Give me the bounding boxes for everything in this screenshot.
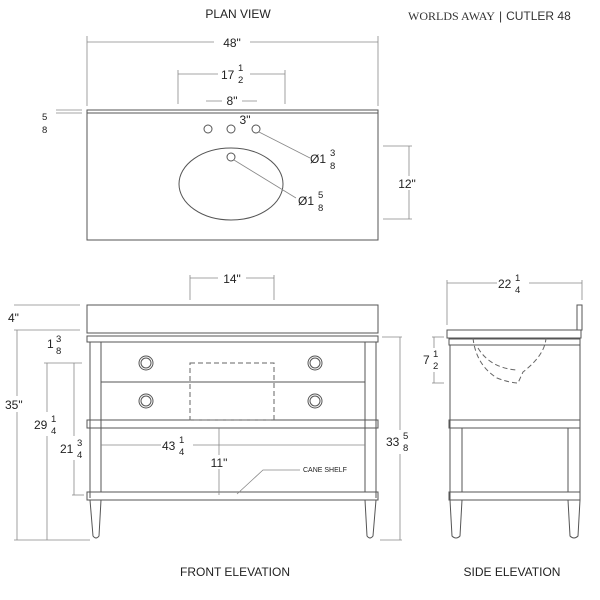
dim-rail-den: 8 — [56, 346, 61, 357]
dim-body-height-den: 8 — [403, 443, 408, 454]
dim-depth: 22 — [498, 277, 512, 291]
dim-hole-dia-num: 3 — [330, 148, 335, 159]
dim-shelf-height-num: 3 — [77, 438, 82, 449]
dim-basin-drop-num: 1 — [433, 349, 438, 360]
dim-apron-height-den: 4 — [51, 426, 56, 437]
dim-basin-drop: 7 — [423, 353, 430, 367]
drain — [226, 152, 236, 162]
dim-inner-width: 43 — [162, 439, 176, 453]
side-elevation-title: SIDE ELEVATION — [464, 565, 561, 579]
faucet-hole — [226, 124, 236, 134]
dim-total-height: 35" — [5, 398, 23, 412]
brand-header: WORLDS AWAY | CUTLER 48 — [408, 9, 571, 23]
side-elevation: 22 1 4 7 1 2 SIDE ELEVATION — [421, 272, 583, 579]
countertop-side — [446, 329, 582, 339]
dim-depth-num: 1 — [515, 273, 520, 284]
basin-hidden-outline — [189, 362, 275, 421]
dim-depth-den: 4 — [515, 285, 520, 296]
dim-inner-width-den: 4 — [179, 447, 184, 458]
dim-basin-depth: 12" — [398, 177, 416, 191]
dim-body-height-num: 5 — [403, 431, 408, 442]
legs — [89, 499, 377, 539]
faucet-hole — [251, 124, 261, 134]
dim-apron-height-num: 1 — [51, 414, 56, 425]
countertop-front — [86, 304, 379, 334]
cane-shelf-label: CANE SHELF — [303, 467, 347, 474]
dim-top-height: 4" — [8, 311, 19, 325]
basin-oval — [178, 147, 284, 221]
countertop — [86, 109, 379, 241]
dim-drain-dia-den: 8 — [318, 203, 323, 214]
dim-inner-width-num: 1 — [179, 435, 184, 446]
dim-faucet-span-den: 2 — [238, 75, 243, 86]
faucet-hole — [203, 124, 213, 134]
dim-shelf-clearance: 11" — [211, 456, 228, 470]
dim-top-thickness-num: 5 — [42, 112, 47, 123]
front-elevation: 14" 4" 1 3 8 35" 29 1 4 21 3 4 43 1 4 11… — [4, 270, 415, 579]
brand-name: WORLDS AWAY — [408, 9, 495, 23]
dim-hole-setback: 3" — [240, 113, 251, 127]
mid-rail — [86, 419, 379, 429]
dim-shelf-height-den: 4 — [77, 450, 82, 461]
dim-body-height: 33 — [386, 435, 400, 449]
dim-width: 48" — [223, 36, 241, 50]
dim-rail: 1 — [47, 337, 54, 351]
dim-rail-num: 3 — [56, 334, 61, 345]
dim-apron-height: 29 — [34, 418, 48, 432]
dim-hole-dia-den: 8 — [330, 161, 335, 172]
dim-hole-spacing: 8" — [227, 94, 238, 108]
dim-hole-dia: Ø1 — [310, 152, 326, 166]
product-name: CUTLER 48 — [506, 9, 571, 23]
drawer-pull-ring-icon — [138, 355, 323, 409]
backsplash — [576, 304, 583, 331]
dim-basin-width: 14" — [223, 272, 241, 286]
dim-basin-drop-den: 2 — [433, 361, 438, 372]
dim-shelf-height: 21 — [60, 442, 74, 456]
dim-faucet-span-num: 1 — [238, 63, 243, 74]
dim-drain-dia: Ø1 — [298, 194, 314, 208]
plan-view-title: PLAN VIEW — [205, 7, 271, 21]
front-elevation-title: FRONT ELEVATION — [180, 565, 290, 579]
dim-drain-dia-num: 5 — [318, 190, 323, 201]
basin-hidden-profile — [472, 337, 547, 384]
dim-top-thickness-den: 8 — [42, 125, 47, 136]
plan-view: 48" 17 1 2 8" 3" 5 8 Ø1 3 8 Ø1 5 8 12" — [42, 34, 420, 241]
dim-faucet-span-whole: 17 — [221, 68, 235, 82]
cane-shelf — [86, 491, 379, 501]
brand-separator: | — [499, 9, 502, 23]
